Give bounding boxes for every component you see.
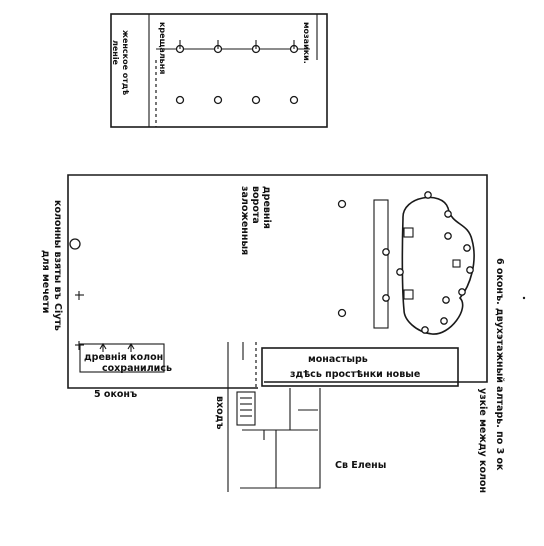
column [251,95,261,105]
large-column [69,238,81,250]
column [289,95,299,105]
label-monastery-1: монастырь [308,354,368,365]
label-five-windows: 5 оконъ [94,389,137,400]
main-building-outline [67,174,488,389]
st-helena-walls [240,388,321,489]
label-women-section-2: ленiе [111,40,120,66]
label-ancient-gates-3: заложенныя [239,186,250,255]
label-st-helena: Св Елены [335,460,386,471]
upper-column-row-1 [175,40,299,54]
label-columns-taken-1: колонны взяты въ Сiуть [52,200,63,331]
label-ancient-columns-1: древнiя колон [84,352,163,363]
apse-columns [337,191,474,334]
ancient-columns-box [79,343,165,373]
label-ancient-columns-2: сохранились [102,363,172,374]
altar-block [403,227,414,238]
monastery-box [261,347,459,387]
upper-building-outline [110,13,328,128]
altar-block [403,289,414,300]
label-monastery-2: здѣсь простѣнки новые [290,369,420,380]
altar-table [452,259,461,268]
altar-screen [373,199,389,329]
label-entrance: входъ [214,396,225,429]
column [213,95,223,105]
label-women-section-1: женское отдѣ [121,30,130,95]
label-narrow-between: узкiе между колон [477,388,488,493]
apse-outline [401,196,475,335]
upper-column-row-2 [175,95,299,105]
label-ancient-gates-2: ворота [250,186,261,224]
entrance-stair [236,391,256,426]
column [175,95,185,105]
label-baptistery: крещальня [158,22,167,74]
label-mosaics: мозаики. [302,22,311,64]
label-altar: 6 оконъ. двухэтажный алтарь. по 3 ок [494,258,505,471]
label-ancient-gates-1: древнiя [261,186,272,229]
label-columns-taken-2: для мечети [40,250,51,313]
